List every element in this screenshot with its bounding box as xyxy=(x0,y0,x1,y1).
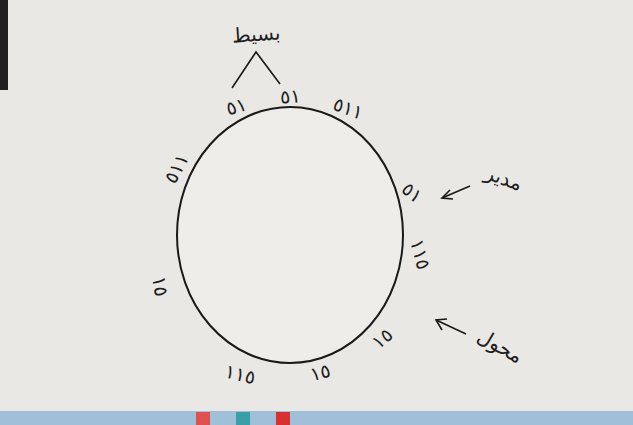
cycle-number: ٥١ xyxy=(397,177,426,206)
photo-edge xyxy=(0,0,8,90)
pointer-arrow xyxy=(442,186,470,198)
cycle-number: ٥١١ xyxy=(160,150,193,187)
cycle-number: ٥١ xyxy=(279,85,301,107)
group-bracket xyxy=(232,52,280,88)
cycle-number: ٥١ xyxy=(223,93,249,119)
arrow-head xyxy=(442,190,453,199)
cycle-number: ١١٥ xyxy=(223,360,258,388)
cycle-ellipse xyxy=(177,107,403,363)
taskbar-icon xyxy=(196,412,210,425)
cycle-number: ٥١١ xyxy=(330,93,366,123)
cycle-number: ١٥ xyxy=(148,274,172,297)
pointer-label: محول xyxy=(473,324,526,367)
pointer-label: مدير xyxy=(482,161,525,195)
group-label: بسيط xyxy=(231,21,281,46)
pointer-arrow xyxy=(436,320,466,334)
cycle-number: ١١٥ xyxy=(406,236,434,271)
cycle-number: ١٥ xyxy=(308,359,333,384)
cycle-number: ١٥ xyxy=(367,323,396,352)
taskbar-icon xyxy=(276,412,290,425)
taskbar-icon xyxy=(236,412,250,425)
taskbar xyxy=(0,411,633,425)
arrow-head xyxy=(436,319,447,330)
